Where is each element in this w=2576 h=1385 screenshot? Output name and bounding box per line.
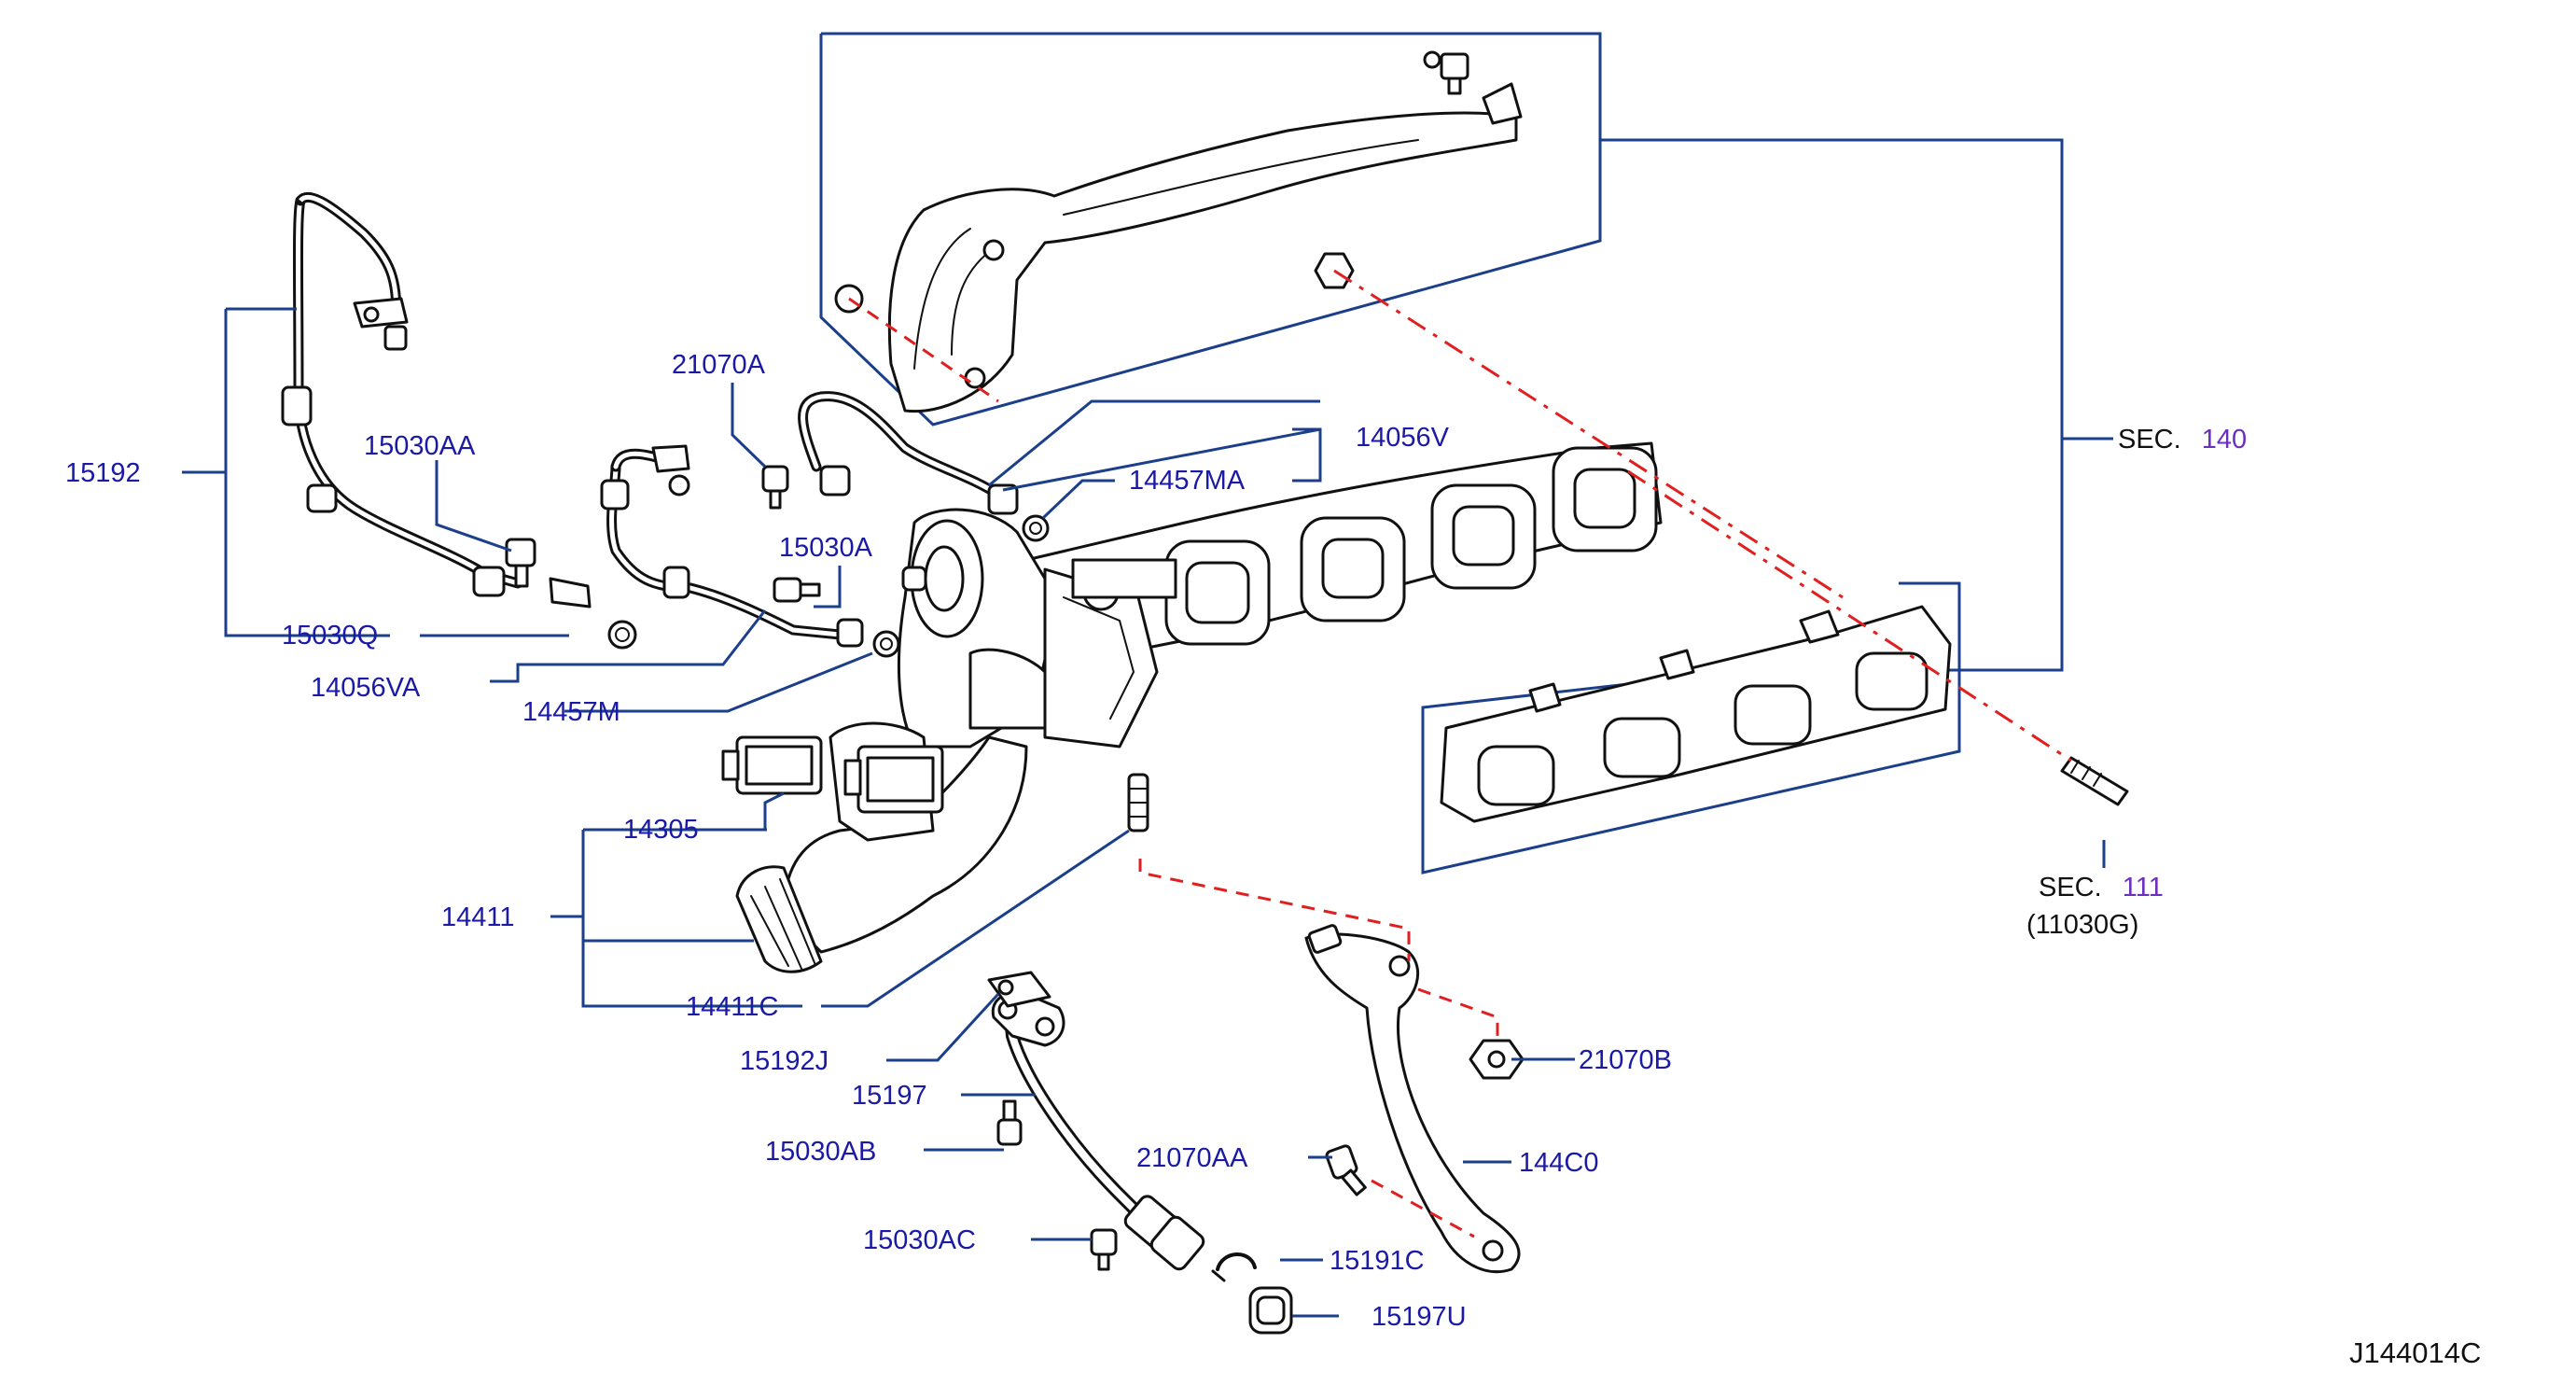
oil-feed-tube <box>281 191 592 609</box>
bolt-21070AA <box>1325 1144 1367 1196</box>
turbocharger <box>897 508 1177 748</box>
sec-111-prefix: SEC. <box>2039 873 2102 902</box>
washer-14457M-hole <box>880 637 893 651</box>
washer-15030Q-hole <box>615 627 630 642</box>
label-15030AC: 15030AC <box>863 1225 976 1255</box>
manifold-gasket <box>1440 605 1952 823</box>
label-14056VA: 14056VA <box>311 673 421 703</box>
label-144C0: 144C0 <box>1519 1148 1598 1178</box>
stud-turbo <box>1127 773 1149 832</box>
heat-shield <box>887 82 1523 413</box>
sec-140-number: 140 <box>2202 425 2247 455</box>
align-heat-shield-right <box>1333 269 1844 599</box>
label-21070A: 21070A <box>672 350 766 380</box>
label-21070B: 21070B <box>1579 1045 1672 1075</box>
align-stay-nut <box>1417 987 1499 1041</box>
washer-14457MA-hole <box>1029 522 1042 535</box>
clip-15191C <box>1211 1252 1257 1282</box>
align-gasket-stud <box>1627 469 2072 762</box>
stud-sec-111 <box>2060 756 2129 806</box>
label-15197: 15197 <box>852 1081 927 1111</box>
drawing-code: J144014C <box>2349 1336 2481 1369</box>
label-15191C: 15191C <box>1330 1246 1425 1276</box>
bolt-15030AA <box>505 538 536 588</box>
label-14411C: 14411C <box>686 992 778 1022</box>
label-15197U: 15197U <box>1372 1302 1467 1332</box>
heat-shield-bolt <box>1423 50 1469 95</box>
bolt-15030A <box>773 577 821 603</box>
nut-21070B <box>1469 1039 1525 1080</box>
label-14305: 14305 <box>623 815 699 845</box>
label-14411: 14411 <box>441 902 515 932</box>
bracket-15192J <box>987 971 1051 1008</box>
turbo-stay-144c0 <box>1304 924 1521 1274</box>
wastegate-actuator-left <box>721 735 823 795</box>
plug-15197U <box>1248 1286 1293 1335</box>
label-15030Q: 15030Q <box>282 621 378 651</box>
label-14457MA: 14457MA <box>1129 466 1246 496</box>
manifold-port-1 <box>1164 539 1271 646</box>
bolt-15030AC <box>1090 1228 1118 1271</box>
align-stay-upper <box>1138 859 1411 961</box>
bolt-21070A <box>761 465 789 510</box>
sec-111-number: 111 <box>2123 873 2164 902</box>
label-15192J: 15192J <box>740 1046 828 1076</box>
align-stay-bolt <box>1371 1179 1475 1238</box>
manifold-port-2 <box>1300 516 1406 623</box>
sec-111-sub: (11030G) <box>2026 910 2138 940</box>
manifold-port-4 <box>1552 446 1658 553</box>
sec-111-label: SEC. 111 <box>2039 873 2164 902</box>
sec-140-prefix: SEC. <box>2118 425 2181 455</box>
water-tube-v <box>798 391 1019 515</box>
wastegate-actuator-right <box>843 745 944 814</box>
manifold-port-3 <box>1430 483 1537 590</box>
oil-return-tube <box>991 983 1205 1271</box>
label-15192: 15192 <box>65 458 141 488</box>
bolt-15030AB <box>996 1099 1023 1146</box>
label-14056V: 14056V <box>1356 423 1450 453</box>
label-15030AA: 15030AA <box>364 431 476 461</box>
label-14457M: 14457M <box>522 697 620 727</box>
sec-140-bracket <box>819 32 2113 874</box>
leader-lines <box>182 307 2106 1318</box>
label-15030AB: 15030AB <box>765 1137 876 1167</box>
water-tube-va <box>600 444 864 648</box>
label-15030A: 15030A <box>779 533 873 563</box>
label-21070AA: 21070AA <box>1136 1143 1248 1173</box>
align-heat-shield-left <box>848 297 999 403</box>
sec-140-label: SEC. 140 <box>2118 425 2247 455</box>
